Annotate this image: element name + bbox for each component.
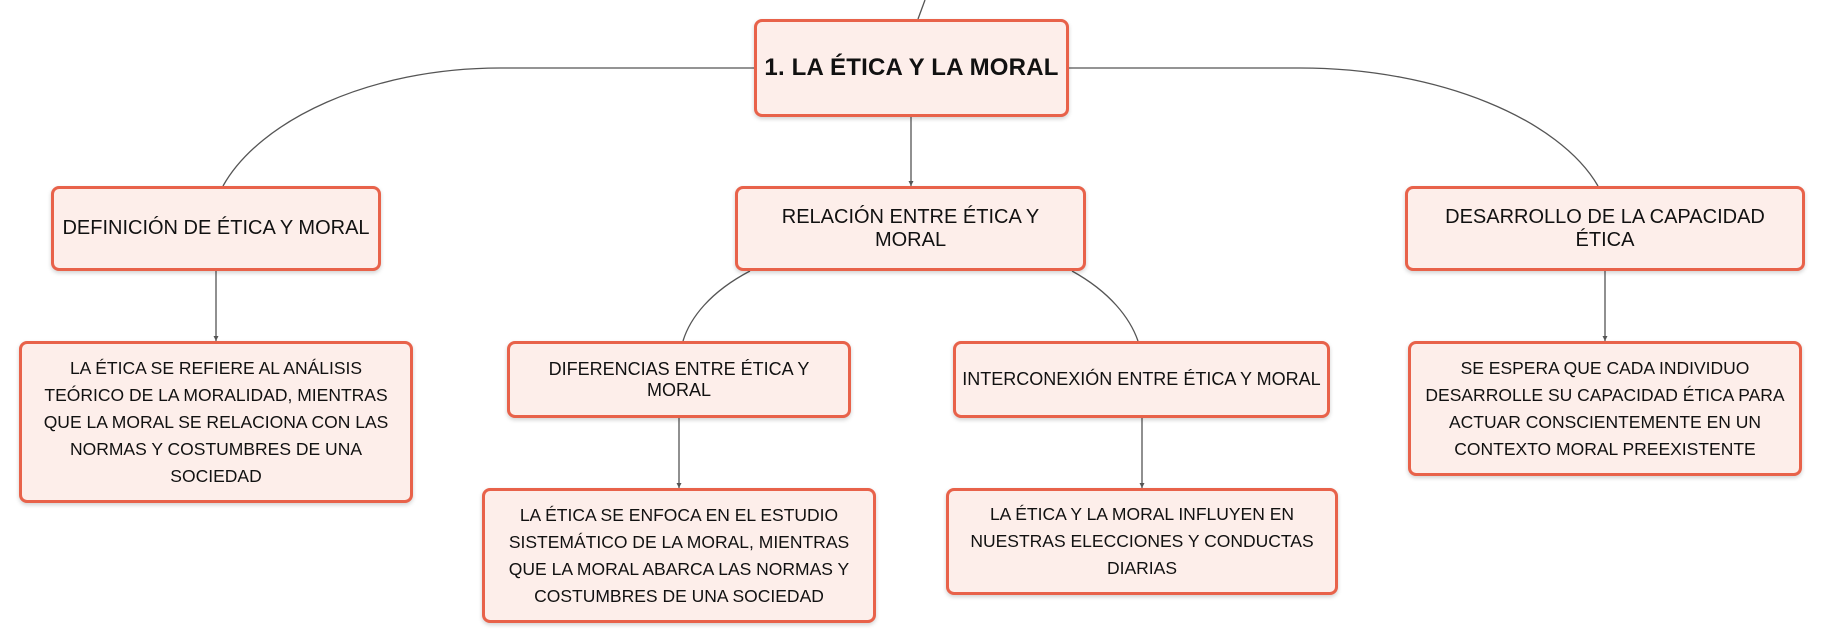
node-interconexion[interactable]: INTERCONEXIÓN ENTRE ÉTICA Y MORAL [953, 341, 1330, 418]
node-interconexion-detail[interactable]: LA ÉTICA Y LA MORAL INFLUYEN EN NUESTRAS… [946, 488, 1338, 595]
node-relacion[interactable]: RELACIÓN ENTRE ÉTICA Y MORAL [735, 186, 1086, 271]
node-relacion-label: RELACIÓN ENTRE ÉTICA Y MORAL [781, 205, 1040, 251]
connector-relacion-interconexion [1071, 270, 1139, 342]
node-interconexion-detail-text: LA ÉTICA Y LA MORAL INFLUYEN EN NUESTRAS… [970, 504, 1314, 578]
root-node[interactable]: 1. LA ÉTICA Y LA MORAL [754, 19, 1069, 117]
connector-root-desarrollo [1069, 67, 1599, 187]
connector-relacion-diferencias [682, 270, 751, 342]
node-desarrollo-label: DESARROLLO DE LA CAPACIDAD ÉTICA [1445, 205, 1765, 251]
root-label: 1. LA ÉTICA Y LA MORAL [764, 54, 1059, 81]
node-desarrollo-detail[interactable]: SE ESPERA QUE CADA INDIVIDUO DESARROLLE … [1408, 341, 1802, 476]
node-diferencias-detail[interactable]: LA ÉTICA SE ENFOCA EN EL ESTUDIO SISTEMÁ… [482, 488, 876, 623]
node-diferencias[interactable]: DIFERENCIAS ENTRE ÉTICA Y MORAL [507, 341, 851, 418]
node-diferencias-label: DIFERENCIAS ENTRE ÉTICA Y MORAL [548, 358, 810, 400]
node-interconexion-label: INTERCONEXIÓN ENTRE ÉTICA Y MORAL [962, 369, 1321, 389]
node-desarrollo[interactable]: DESARROLLO DE LA CAPACIDAD ÉTICA [1405, 186, 1805, 271]
node-definicion-label: DEFINICIÓN DE ÉTICA Y MORAL [62, 217, 370, 239]
node-definicion-detail-text: LA ÉTICA SE REFIERE AL ANÁLISIS TEÓRICO … [43, 357, 389, 486]
connector-parent [917, 0, 926, 20]
node-definicion-detail[interactable]: LA ÉTICA SE REFIERE AL ANÁLISIS TEÓRICO … [19, 341, 413, 503]
node-desarrollo-detail-text: SE ESPERA QUE CADA INDIVIDUO DESARROLLE … [1425, 357, 1785, 459]
node-definicion[interactable]: DEFINICIÓN DE ÉTICA Y MORAL [51, 186, 381, 271]
node-diferencias-detail-text: LA ÉTICA SE ENFOCA EN EL ESTUDIO SISTEMÁ… [508, 504, 850, 606]
connector-root-definicion [222, 67, 754, 187]
